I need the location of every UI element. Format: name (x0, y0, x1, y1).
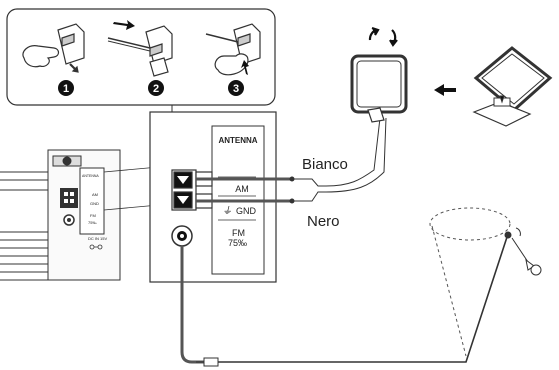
small-fm-ohm-label: 75‰ (88, 220, 96, 225)
step-3-number: 3 (233, 83, 239, 95)
step-3-badge (228, 80, 244, 96)
am-loop-antenna-assembled (472, 46, 553, 127)
ground-symbol-icon: ⏚ (222, 206, 232, 217)
small-antenna-terminal: ANTENNA AM GND FM 75‰ DC IN 15V (60, 165, 171, 250)
step-3-illustration (205, 23, 261, 76)
step-2-number: 2 (153, 83, 159, 95)
white-wire-label: Bianco (302, 156, 348, 173)
fm-antenna-jack (171, 225, 193, 247)
am-loop-wires (196, 117, 387, 204)
dc-in-label: DC IN 15V (88, 236, 107, 241)
step-2-illustration (107, 25, 173, 77)
thumbtack-icon (504, 227, 542, 276)
step-2-badge (148, 80, 164, 96)
gnd-label: GND (236, 206, 257, 216)
arrow-right-icon (113, 20, 135, 30)
step-1-illustration (22, 23, 85, 73)
fm-impedance-label: 75‰ (228, 238, 247, 248)
small-am-label: AM (92, 192, 98, 197)
fm-antenna-spread-guide (429, 207, 511, 357)
small-fm-label: FM (90, 213, 96, 218)
rotate-arrows-icon (368, 26, 398, 47)
arrow-left-icon (434, 84, 456, 96)
fm-label: FM (232, 228, 245, 238)
step-1-number: 1 (63, 83, 69, 95)
am-loop-antenna (350, 54, 408, 123)
black-wire-label: Nero (307, 213, 340, 230)
antenna-heading: ANTENNA (218, 136, 257, 145)
step-instructions-box: 1 2 3 (6, 8, 276, 168)
small-antenna-label: ANTENNA (82, 174, 99, 178)
step-1-badge (58, 80, 74, 96)
fm-antenna-cable (180, 233, 509, 367)
antenna-terminal-panel: ANTENNA AM ⏚ GND FM 75‰ (149, 111, 277, 283)
am-terminal-block (171, 169, 213, 211)
dc-polarity-icon (89, 244, 103, 250)
small-gnd-label: GND (90, 201, 99, 206)
arrow-up-icon (241, 60, 249, 75)
am-label: AM (235, 184, 249, 194)
